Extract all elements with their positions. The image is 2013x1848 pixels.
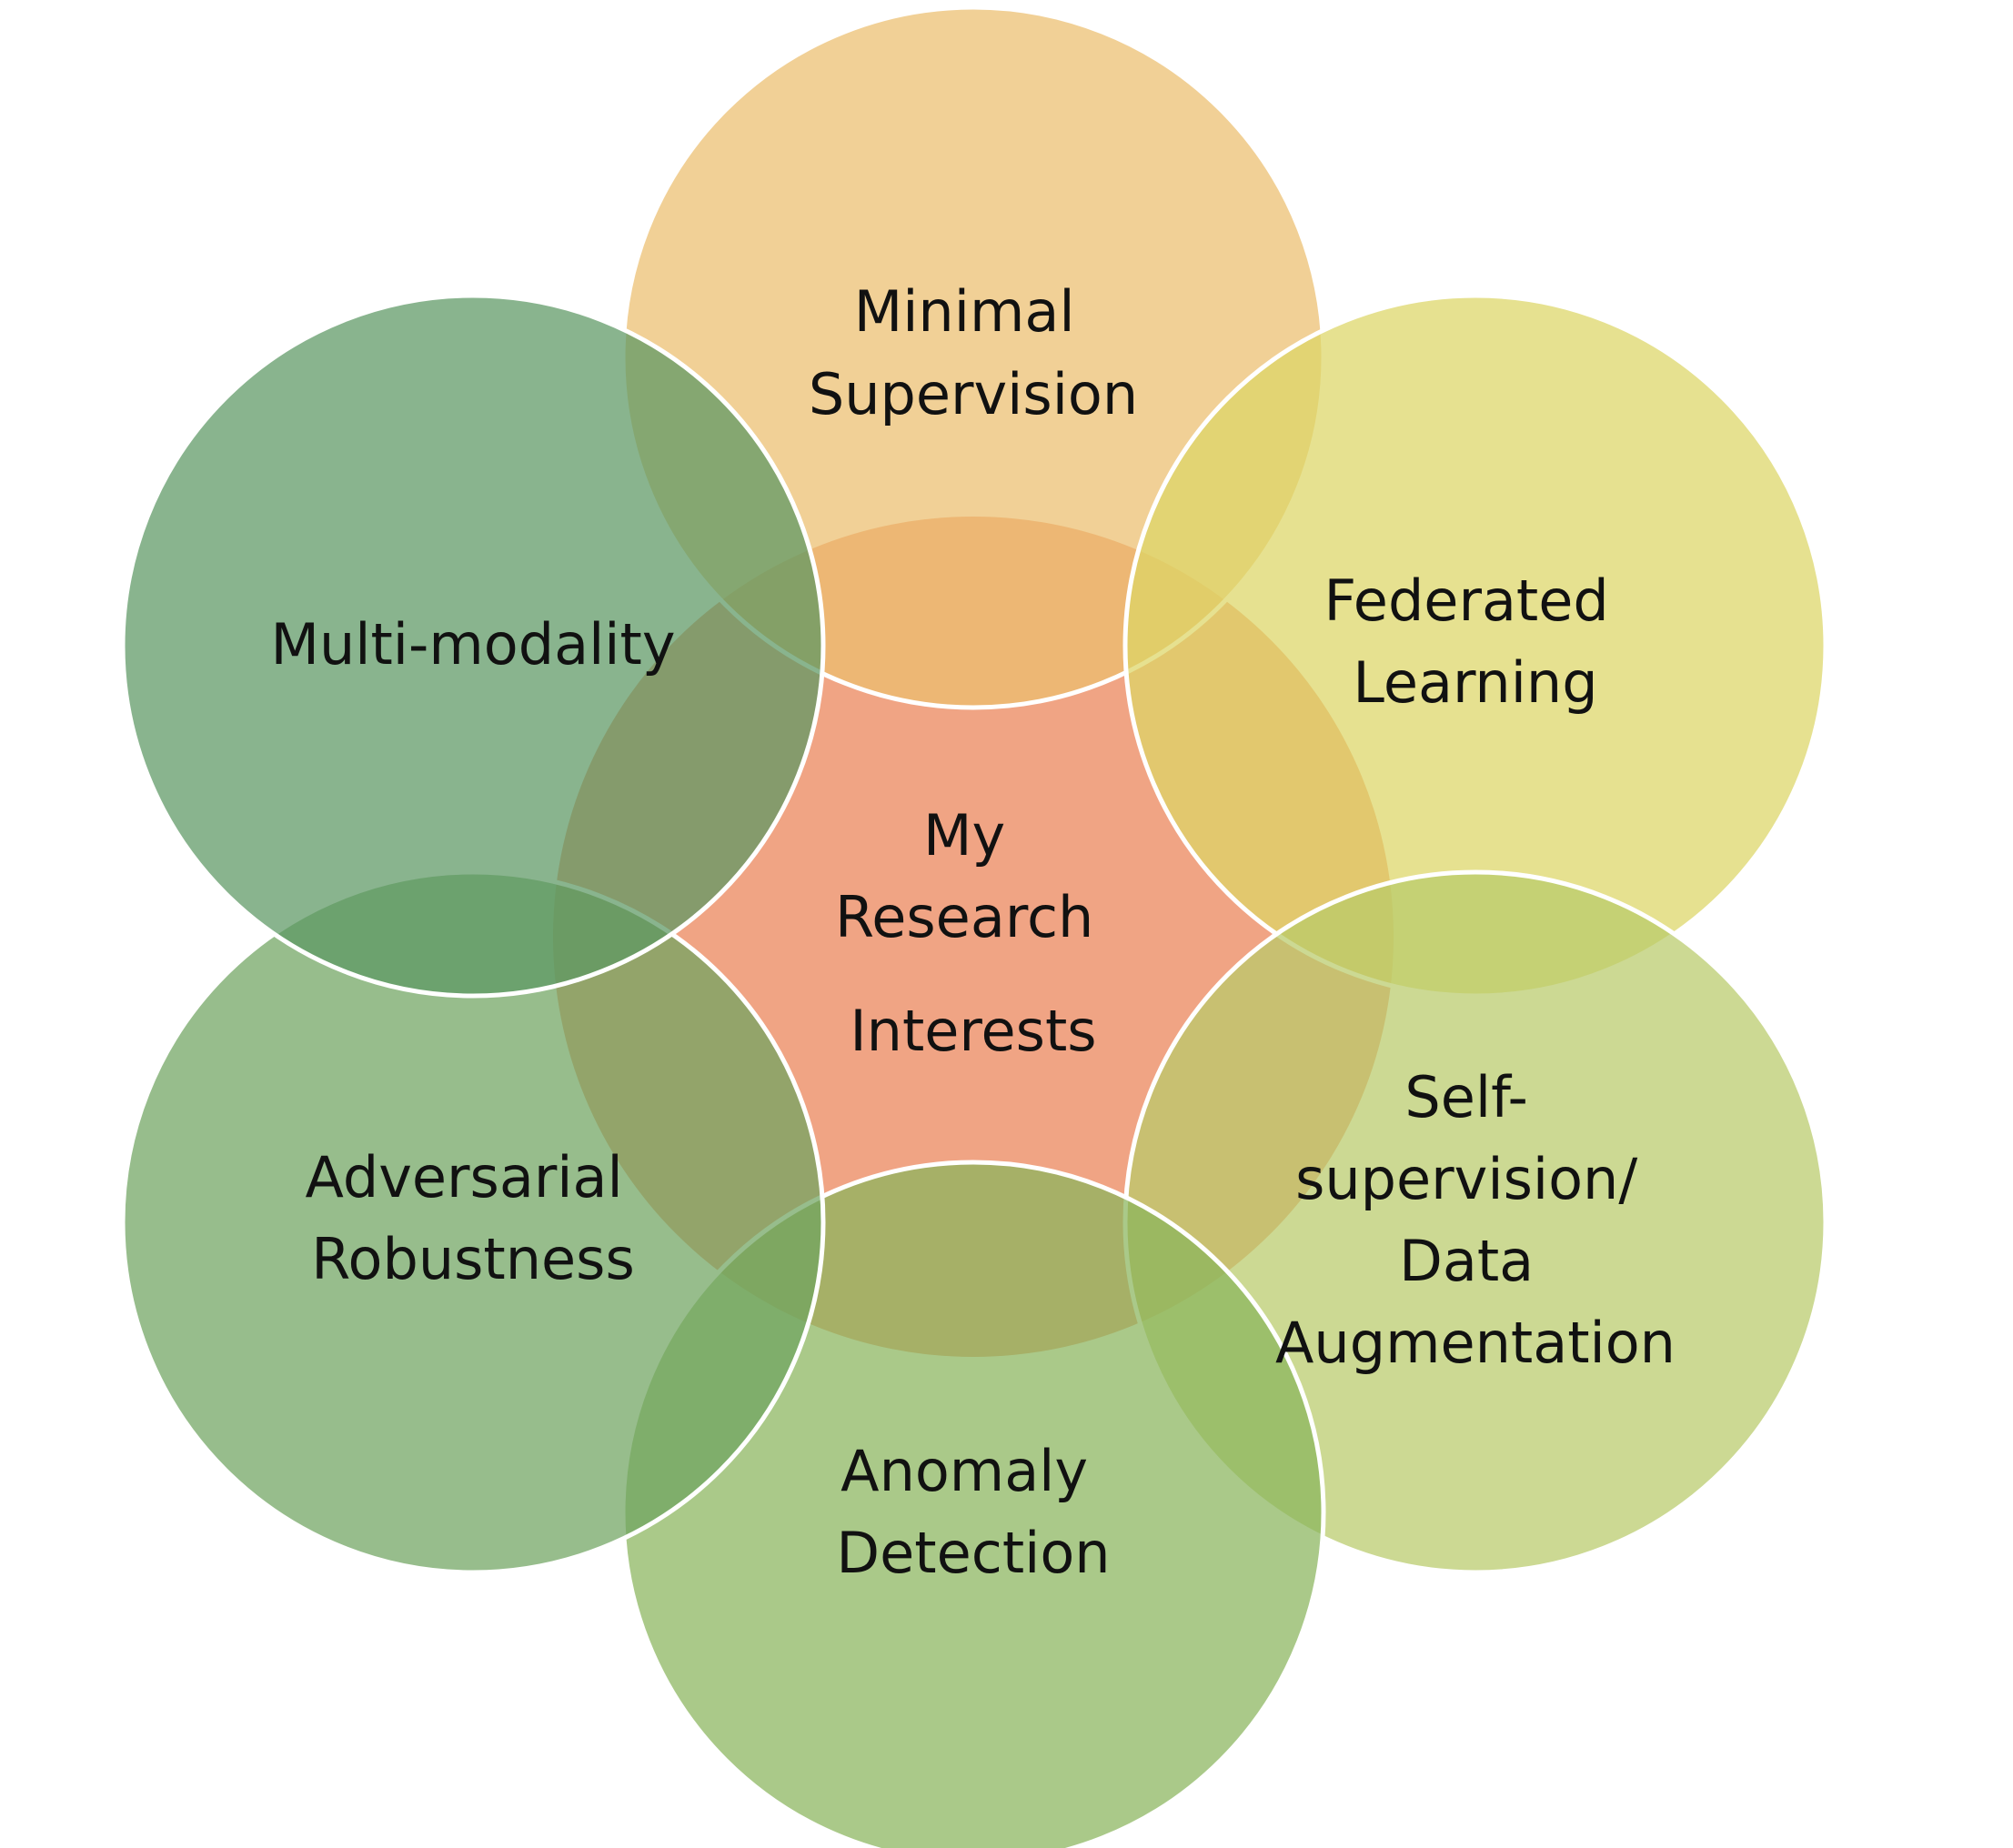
label-line: Interests [850,998,1096,1064]
label-line: Learning [1353,649,1597,716]
label-line: Self- [1404,1064,1528,1130]
label-line: Anomaly [840,1438,1088,1504]
label-line: Data [1399,1228,1534,1294]
label-line: Multi-modality [270,611,675,678]
label-line: Augmentation [1275,1310,1676,1376]
label-line: Detection [836,1520,1110,1586]
label-line: Adversarial [306,1144,623,1210]
label-line: Federated [1324,567,1609,634]
petal-label-minimal-supervision: Minimal Supervision [809,278,1138,427]
center-label: My Research Interests [835,802,1112,1064]
label-line: Supervision [809,361,1138,427]
label-line: My [923,802,1005,869]
label-line: Minimal [854,278,1075,345]
petal-label-adversarial-robustness: Adversarial Robustness [306,1144,641,1292]
petal-label-multi-modality: Multi-modality [270,611,675,678]
petal-label-self-supervision: Self- supervision/ Data Augmentation [1275,1064,1676,1376]
petal-label-federated-learning: Federated Learning [1324,567,1627,716]
label-line: supervision/ [1295,1146,1637,1212]
petal-circles [120,5,1828,1848]
label-line: Robustness [311,1226,635,1292]
petal-label-anomaly-detection: Anomaly Detection [836,1438,1110,1586]
labels: Minimal Supervision Federated Learning S… [270,278,1676,1586]
label-line: Research [835,884,1093,950]
petal-circle-multi-modality [120,293,826,999]
